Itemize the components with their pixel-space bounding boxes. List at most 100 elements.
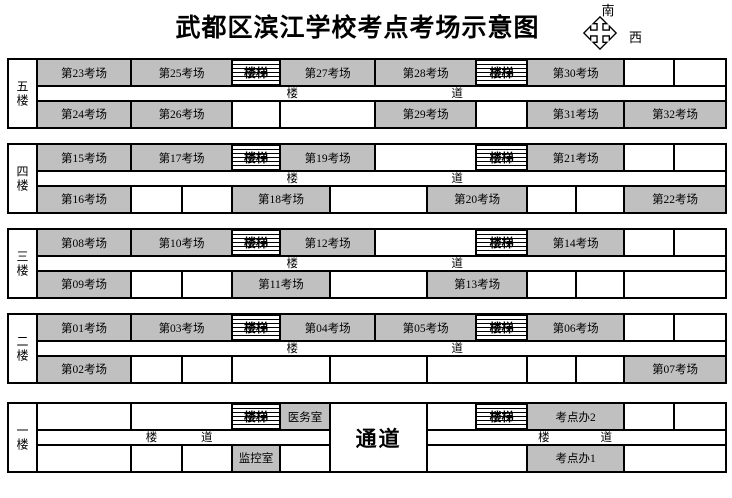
floor-grid: 楼梯 医务室 通道 楼梯 考点办2 楼 道 楼 道 监控室 <box>38 404 725 471</box>
room-cell: 第22考场 <box>625 186 725 212</box>
room-cell: 第32考场 <box>625 101 725 127</box>
empty-cell <box>331 356 427 382</box>
corridor: 楼 道 <box>38 87 725 100</box>
room-cell: 第21考场 <box>528 145 624 171</box>
empty-cell <box>625 315 674 341</box>
room-cell: 第17考场 <box>132 145 232 171</box>
compass-west-label: 西 <box>629 30 643 45</box>
floor-band-2: 二楼 第01考场 第03考场 楼梯 第04考场 第05考场 楼梯 第06考场 楼… <box>7 313 727 384</box>
corridor-label: 楼 <box>538 432 550 445</box>
stairs-cell: 楼梯 <box>233 404 280 430</box>
room-cell: 第10考场 <box>132 230 232 256</box>
room-cell: 第24考场 <box>38 101 131 127</box>
empty-cell <box>428 404 476 430</box>
compass: 南 西 <box>575 0 655 56</box>
passage-cell: 通道 <box>331 404 427 471</box>
floor-grid: 第08考场 第10考场 楼梯 第12考场 楼梯 第14考场 楼 道 第09考场 … <box>38 230 725 297</box>
empty-cell <box>625 271 725 297</box>
room-cell: 第26考场 <box>132 101 232 127</box>
empty-cell <box>625 404 674 430</box>
stairs-cell: 楼梯 <box>477 230 527 256</box>
empty-cell <box>428 445 527 471</box>
empty-cell <box>132 404 232 430</box>
empty-cell <box>675 230 725 256</box>
room-cell: 第05考场 <box>376 315 476 341</box>
stairs-cell: 楼梯 <box>233 315 280 341</box>
floor-grid: 第15考场 第17考场 楼梯 第19考场 楼梯 第21考场 楼 道 第16考场 … <box>38 145 725 212</box>
stairs-cell: 楼梯 <box>477 145 527 171</box>
empty-cell <box>132 445 182 471</box>
room-cell: 第01考场 <box>38 315 131 341</box>
empty-cell <box>183 186 232 212</box>
diagram-header: 武都区滨江学校考点考场示意图 南 西 <box>0 0 732 56</box>
corridor: 楼 道 <box>428 431 725 444</box>
floor-label: 一楼 <box>9 404 36 471</box>
corridor-label: 道 <box>600 432 612 445</box>
empty-cell <box>132 271 182 297</box>
corridor-label: 楼 <box>286 343 298 356</box>
corridor-label: 道 <box>451 88 463 101</box>
empty-cell <box>183 356 232 382</box>
empty-cell <box>376 230 476 256</box>
empty-cell <box>528 356 576 382</box>
room-cell: 第09考场 <box>38 271 131 297</box>
floor-grid: 第23考场 第25考场 楼梯 第27考场 第28考场 楼梯 第30考场 楼 道 … <box>38 60 725 127</box>
room-cell: 第13考场 <box>428 271 527 297</box>
stairs-cell: 楼梯 <box>477 315 527 341</box>
floor-label: 三楼 <box>9 230 36 297</box>
empty-cell <box>281 101 375 127</box>
floor-label: 五楼 <box>9 60 36 127</box>
empty-cell <box>577 271 624 297</box>
room-cell: 第04考场 <box>281 315 375 341</box>
empty-cell <box>675 315 725 341</box>
room-cell: 第15考场 <box>38 145 131 171</box>
empty-cell <box>428 356 527 382</box>
medical-room-cell: 医务室 <box>281 404 330 430</box>
floor-grid: 第01考场 第03考场 楼梯 第04考场 第05考场 楼梯 第06考场 楼 道 … <box>38 315 725 382</box>
empty-cell <box>233 101 280 127</box>
corridor: 楼 道 <box>38 172 725 185</box>
room-cell: 第07考场 <box>625 356 725 382</box>
room-cell: 第27考场 <box>281 60 375 86</box>
stairs-cell: 楼梯 <box>233 60 280 86</box>
empty-cell <box>477 101 527 127</box>
floor-band-1: 一楼 楼梯 医务室 通道 楼梯 考点办2 楼 道 楼 道 <box>7 402 727 473</box>
floor-band-4: 四楼 第15考场 第17考场 楼梯 第19考场 楼梯 第21考场 楼 道 第16… <box>7 143 727 214</box>
room-cell: 第19考场 <box>281 145 375 171</box>
compass-south-label: 南 <box>601 3 615 18</box>
empty-cell <box>183 271 232 297</box>
empty-cell <box>281 445 330 471</box>
empty-cell <box>38 404 131 430</box>
floor-band-5: 五楼 第23考场 第25考场 楼梯 第27考场 第28考场 楼梯 第30考场 楼… <box>7 58 727 129</box>
corridor-label: 楼 <box>145 432 158 445</box>
room-cell: 第11考场 <box>233 271 330 297</box>
empty-cell <box>331 271 427 297</box>
empty-cell <box>577 186 624 212</box>
empty-cell <box>132 186 182 212</box>
corridor-label: 楼 <box>286 258 298 271</box>
corridor: 楼 道 <box>38 257 725 270</box>
room-cell: 第23考场 <box>38 60 131 86</box>
empty-cell <box>38 445 131 471</box>
corridor: 楼 道 <box>38 431 330 445</box>
floor-label: 二楼 <box>9 315 36 382</box>
floor-band-3: 三楼 第08考场 第10考场 楼梯 第12考场 楼梯 第14考场 楼 道 第09… <box>7 228 727 299</box>
empty-cell <box>625 145 674 171</box>
corridor-label: 楼 <box>286 173 298 186</box>
room-cell: 第30考场 <box>528 60 624 86</box>
exam-office-1-cell: 考点办1 <box>528 445 624 471</box>
room-cell: 第02考场 <box>38 356 131 382</box>
room-cell: 第14考场 <box>528 230 624 256</box>
corridor-label: 楼 <box>286 88 298 101</box>
empty-cell <box>675 145 725 171</box>
empty-cell <box>528 271 576 297</box>
room-cell: 第29考场 <box>376 101 476 127</box>
empty-cell <box>233 356 330 382</box>
corridor-label: 道 <box>451 343 463 356</box>
corridor: 楼 道 <box>38 342 725 355</box>
compass-arrows-icon <box>583 16 617 50</box>
empty-cell <box>625 60 674 86</box>
corridor-label: 道 <box>201 432 213 445</box>
empty-cell <box>183 445 232 471</box>
